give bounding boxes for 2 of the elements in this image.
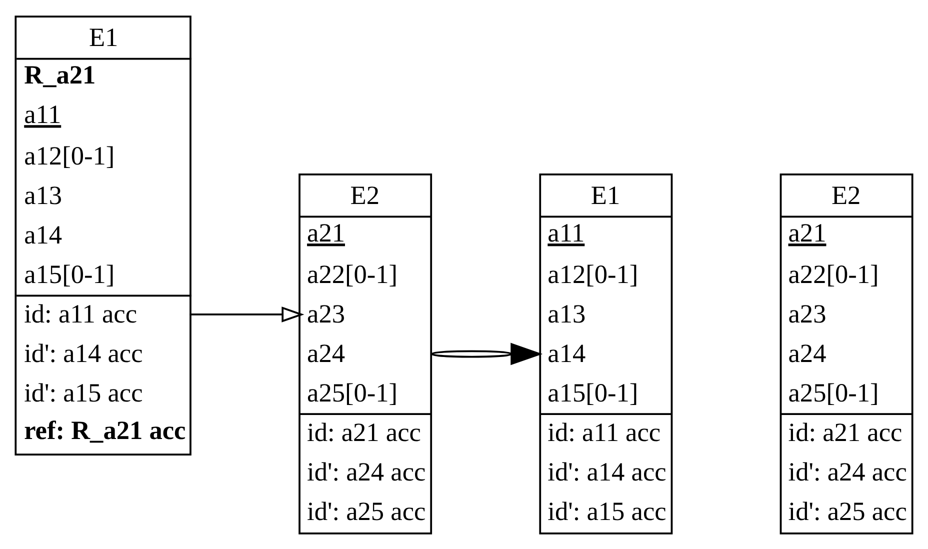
arrow bbox=[190, 306, 304, 322]
arrow bbox=[431, 342, 543, 365]
